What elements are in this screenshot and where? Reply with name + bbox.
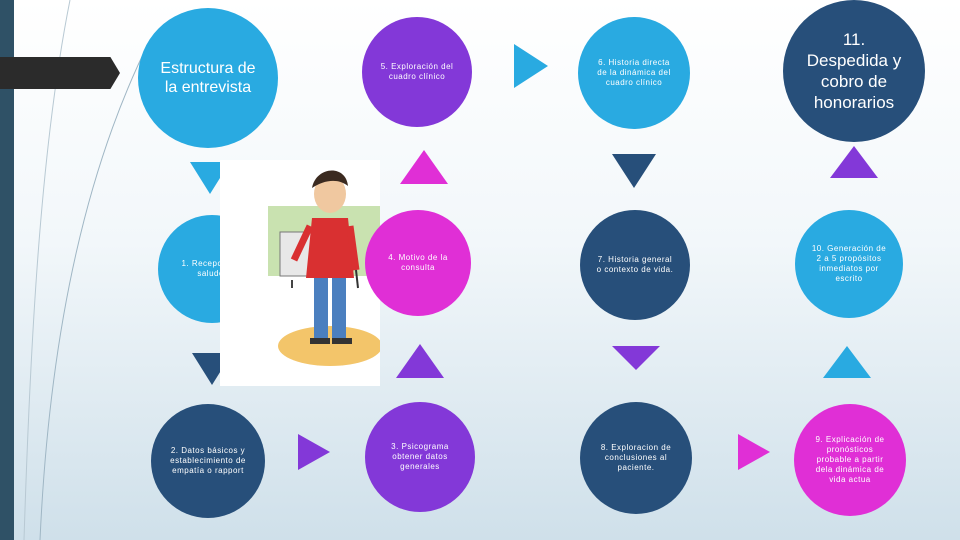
step-4-text: 4. Motivo de la consulta — [388, 253, 448, 272]
step-3-text: 3. Psicograma obtener datos generales — [391, 442, 449, 471]
circle-step-7: 7. Historia general o contexto de vida. — [580, 210, 690, 320]
person-holding-paper-illustration — [268, 170, 382, 366]
circle-title: Estructura de la entrevista — [138, 8, 278, 148]
step-2-text: 2. Datos básicos y establecimiento de em… — [170, 446, 246, 475]
triangle-up-1 — [400, 150, 448, 184]
triangle-down-3 — [612, 154, 656, 188]
circle-step-5: 5. Exploración del cuadro clínico — [362, 17, 472, 127]
left-accent-bar — [0, 0, 14, 540]
triangle-right-top — [514, 44, 548, 88]
step-1-text: 1. Recepción Y saludo. — [181, 259, 243, 278]
circle-step-10: 10. Generación de 2 a 5 propósitos inmed… — [795, 210, 903, 318]
step-6-text: 6. Historia directa de la dinámica del c… — [597, 58, 671, 87]
triangle-up-2 — [396, 344, 444, 378]
triangle-down-4 — [612, 346, 660, 370]
triangle-up-4 — [823, 346, 871, 378]
circle-step-9: 9. Explicación de pronósticos probable a… — [794, 404, 906, 516]
step-11-text: 11. Despedida y cobro de honorarios — [806, 29, 902, 113]
circle-step-3: 3. Psicograma obtener datos generales — [365, 402, 475, 512]
step-8-text: 8. Exploracion de conclusiones al pacien… — [600, 443, 672, 472]
circle-step-2: 2. Datos básicos y establecimiento de em… — [151, 404, 265, 518]
circle-step-6: 6. Historia directa de la dinámica del c… — [578, 17, 690, 129]
illustration-box — [220, 160, 382, 386]
circle-step-11: 11. Despedida y cobro de honorarios — [783, 0, 925, 142]
step-7-text: 7. Historia general o contexto de vida. — [596, 255, 674, 274]
triangle-up-3 — [830, 146, 878, 178]
title-tab-arrow — [0, 57, 120, 89]
triangle-right-bottom-1 — [298, 434, 330, 470]
circle-step-4: 4. Motivo de la consulta — [365, 210, 471, 316]
triangle-right-bottom-2 — [738, 434, 770, 470]
step-10-text: 10. Generación de 2 a 5 propósitos inmed… — [811, 244, 887, 283]
title-text: Estructura de la entrevista — [160, 59, 256, 96]
step-5-text: 5. Exploración del cuadro clínico — [380, 62, 454, 81]
circle-step-8: 8. Exploracion de conclusiones al pacien… — [580, 402, 692, 514]
step-9-text: 9. Explicación de pronósticos probable a… — [815, 435, 885, 484]
